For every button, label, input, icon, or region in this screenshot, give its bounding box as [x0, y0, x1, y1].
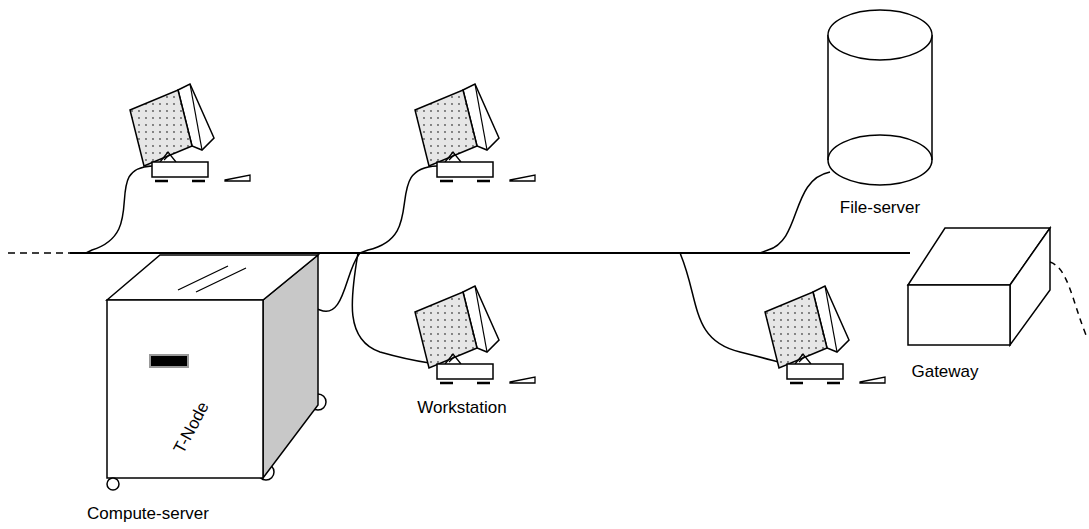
compute-server-node: T-NodeCompute-server: [80, 248, 330, 528]
compute-server-shape: [80, 248, 330, 528]
monitor-screen: [130, 90, 192, 166]
network-bus: [70, 252, 910, 254]
device-label: Workstation: [417, 399, 506, 418]
workstation-symbol: [765, 286, 885, 383]
gateway-side: [1010, 228, 1050, 345]
gateway-node: Gateway: [900, 222, 1060, 387]
monitor-edge: [475, 286, 487, 352]
file-server-node: File-server: [815, 5, 950, 220]
network-cable: [760, 172, 830, 253]
monitor-stand: [445, 152, 461, 162]
wheel: [107, 478, 119, 490]
monitor-edge: [825, 286, 837, 352]
computer-base: [437, 364, 493, 379]
computer-base: [152, 162, 208, 177]
computer-feet: [790, 382, 840, 385]
tower-top: [107, 255, 318, 300]
monitor-stand: [445, 354, 461, 364]
drive-slot: [150, 355, 188, 367]
network-cable: [680, 253, 787, 364]
monitor-screen: [415, 292, 477, 368]
gateway-front: [908, 285, 1010, 345]
bus-dashed: [8, 252, 70, 254]
computer-base: [787, 364, 843, 379]
computer-feet: [440, 180, 490, 183]
network-cable: [360, 166, 437, 253]
device-label: Compute-server: [87, 505, 209, 524]
monitor-stand: [795, 354, 811, 364]
mouse-wedge: [510, 377, 535, 383]
workstation-symbol: [130, 84, 250, 181]
computer-base: [437, 162, 493, 177]
mouse-wedge: [510, 175, 535, 181]
cylinder-bottom-back: [828, 135, 932, 160]
device-label: Gateway: [911, 363, 978, 382]
monitor-edge: [475, 84, 487, 150]
monitor-edge: [190, 84, 202, 150]
workstation-node: Workstation: [400, 282, 540, 420]
cylinder-top: [828, 10, 932, 60]
tower-front: [107, 300, 263, 478]
mouse-wedge: [860, 377, 885, 383]
network-cable: [86, 166, 152, 253]
workstation-symbol: [415, 84, 535, 181]
computer-feet: [155, 180, 205, 183]
mouse-wedge: [225, 175, 250, 181]
device-label: File-server: [840, 199, 920, 218]
tower-vents: [178, 266, 246, 292]
file-server-shape: [815, 5, 950, 220]
monitor-screen: [415, 90, 477, 166]
outside-link: [1050, 262, 1086, 335]
monitor-stand: [160, 152, 176, 162]
computer-feet: [440, 382, 490, 385]
workstation-symbol: [415, 286, 535, 383]
monitor-screen: [765, 292, 827, 368]
